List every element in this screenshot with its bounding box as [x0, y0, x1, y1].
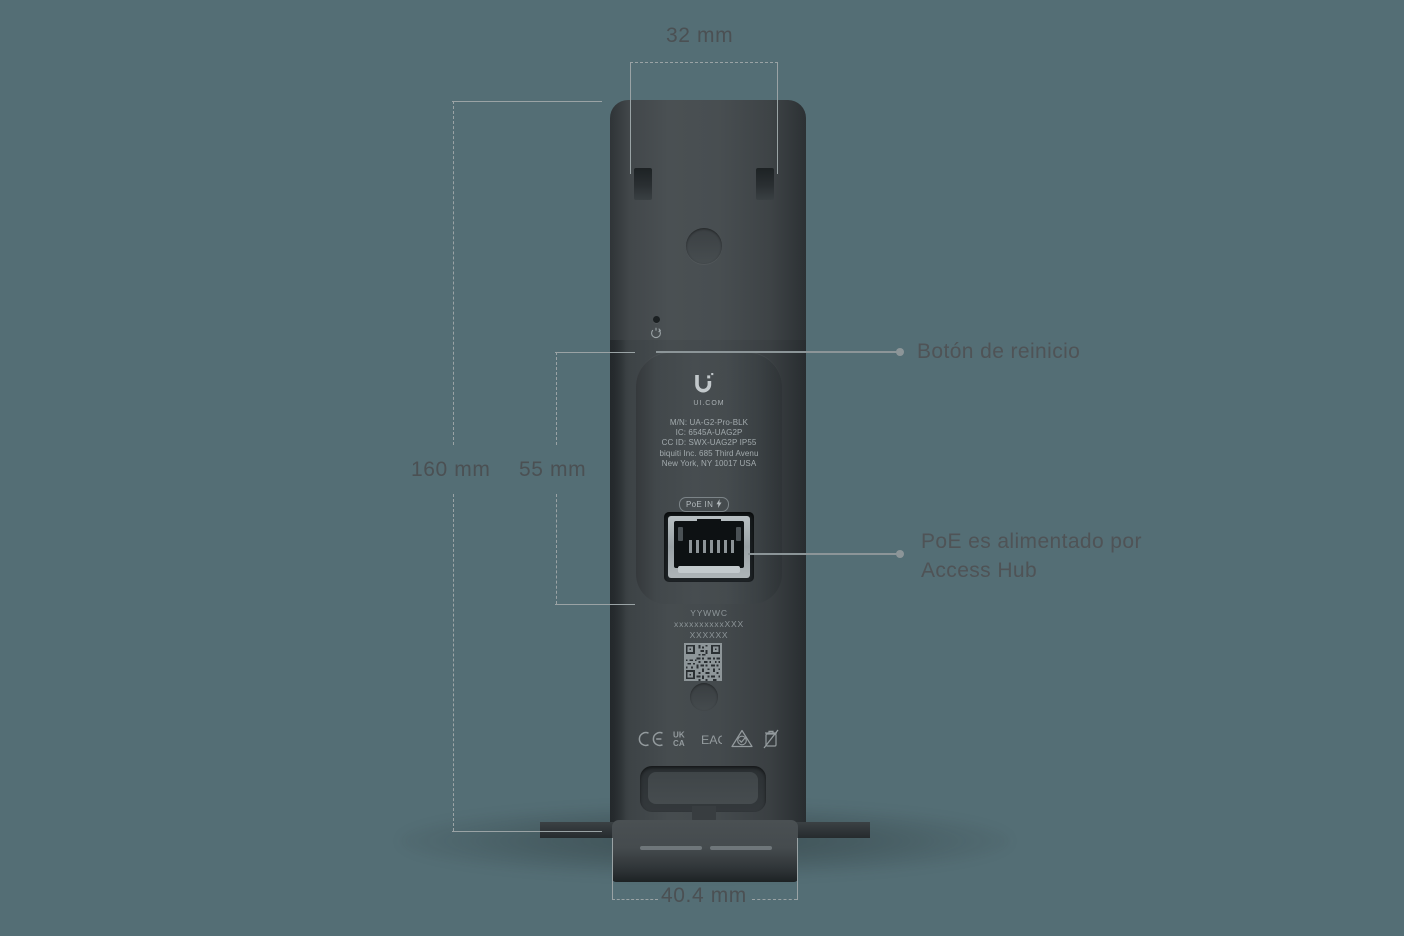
ethernet-port-led-left: [678, 527, 683, 541]
dimension-label-height-faceplate: 55 mm: [519, 458, 587, 481]
rcm-mark-icon: [731, 729, 753, 753]
stand-wing-left: [540, 822, 618, 838]
ethernet-port-pin: [731, 540, 734, 553]
extension-line-height-total-bottom: [452, 831, 602, 832]
dimension-label-width-top: 32 mm: [666, 24, 734, 47]
cable-exit-notch: [692, 806, 716, 822]
poe-in-label: PoE IN: [686, 500, 714, 509]
dimension-label-depth-base: 40.4 mm: [661, 884, 747, 907]
dimension-label-height-total: 160 mm: [411, 458, 491, 481]
mount-slot-left: [634, 168, 652, 200]
dimension-line-width-top: [630, 62, 778, 63]
serial-number-block: YYWWC xxxxxxxxxxXXX XXXXXX: [636, 608, 782, 641]
poe-in-badge: PoE IN: [679, 497, 730, 512]
callout-dot-poe: [896, 550, 904, 558]
callout-leader-poe: [748, 553, 900, 555]
weee-bin-icon: [762, 729, 780, 754]
extension-line-height-total-top: [452, 101, 602, 102]
svg-text:CA: CA: [673, 739, 685, 747]
label-line: M/N: UA-G2-Pro-BLK: [669, 418, 749, 427]
ethernet-port-pin: [717, 540, 720, 553]
brand-mark-text: UI.COM: [693, 400, 725, 407]
lightning-bolt-icon: [716, 499, 722, 510]
extension-line-width-top-right: [777, 62, 778, 174]
dimension-line-height-total-lower: [453, 494, 454, 831]
ethernet-port-pin: [703, 540, 706, 553]
callout-label-reset: Botón de reinicio: [917, 340, 1081, 363]
mount-slot-right: [756, 168, 774, 200]
dimension-line-height-faceplate-upper: [556, 352, 557, 445]
device-body-left-edge: [610, 340, 626, 830]
reset-symbol-icon: [648, 327, 664, 343]
ethernet-port-pin: [696, 540, 699, 553]
label-line: biquiti Inc. 685 Third Avenu: [659, 448, 759, 458]
ethernet-port-lip: [678, 566, 740, 573]
dimension-line-depth-base-left: [612, 899, 658, 900]
extension-line-depth-base-left: [612, 838, 613, 900]
ukca-mark-icon: UK CA: [673, 730, 692, 752]
callout-dot-reset: [896, 348, 904, 356]
extension-line-height-faceplate-bottom: [555, 604, 635, 605]
extension-line-depth-base-right: [797, 838, 798, 900]
serial-line: xxxxxxxxxxXXX: [674, 619, 744, 629]
bracket-circular-recess: [686, 228, 722, 264]
dimension-line-depth-base-right: [752, 899, 797, 900]
eac-mark-icon: EAC: [701, 731, 727, 752]
lower-circular-recess: [690, 683, 718, 711]
dimension-line-height-faceplate-lower: [556, 494, 557, 604]
ce-mark-icon: [638, 731, 664, 752]
callout-label-poe-line1: PoE es alimentado por: [921, 530, 1142, 553]
callout-label-poe-line2: Access Hub: [921, 559, 1038, 582]
serial-line: XXXXXX: [689, 630, 729, 640]
extension-line-height-faceplate-top: [555, 352, 635, 353]
label-line: CC ID: SWX-UAG2P IP55: [661, 438, 757, 448]
svg-text:EAC: EAC: [701, 732, 722, 746]
label-line: IC: 6545A-UAG2P: [675, 428, 743, 438]
stand-highlight-right: [710, 846, 772, 850]
ethernet-port-pin: [724, 540, 727, 553]
label-line: New York, NY 10017 USA: [661, 458, 757, 468]
extension-line-width-top-left: [630, 62, 631, 174]
dimension-line-height-total-upper: [453, 101, 454, 445]
reset-pinhole: [653, 316, 660, 323]
svg-text:UK: UK: [673, 731, 685, 740]
callout-label-poe: PoE es alimentado por Access Hub: [921, 527, 1142, 585]
ethernet-port-led-right: [736, 527, 741, 541]
device-stand-base: [612, 820, 798, 882]
stand-highlight-left: [640, 846, 702, 850]
ethernet-port-latch-slot: [697, 519, 721, 529]
cable-channel-inner: [648, 772, 758, 804]
qr-code-icon: [684, 643, 722, 681]
ubiquiti-logo-icon: [691, 372, 717, 398]
callout-leader-reset: [656, 351, 900, 353]
ethernet-port-pin: [710, 540, 713, 553]
regulatory-label: M/N: UA-G2-Pro-BLK IC: 6545A-UAG2P CC ID…: [636, 418, 782, 469]
device-body-right-edge: [790, 340, 806, 830]
ethernet-port-pin: [689, 540, 692, 553]
stand-wing-right: [792, 822, 870, 838]
certification-marks-row: UK CA EAC: [614, 726, 804, 756]
serial-line: YYWWC: [690, 608, 728, 618]
